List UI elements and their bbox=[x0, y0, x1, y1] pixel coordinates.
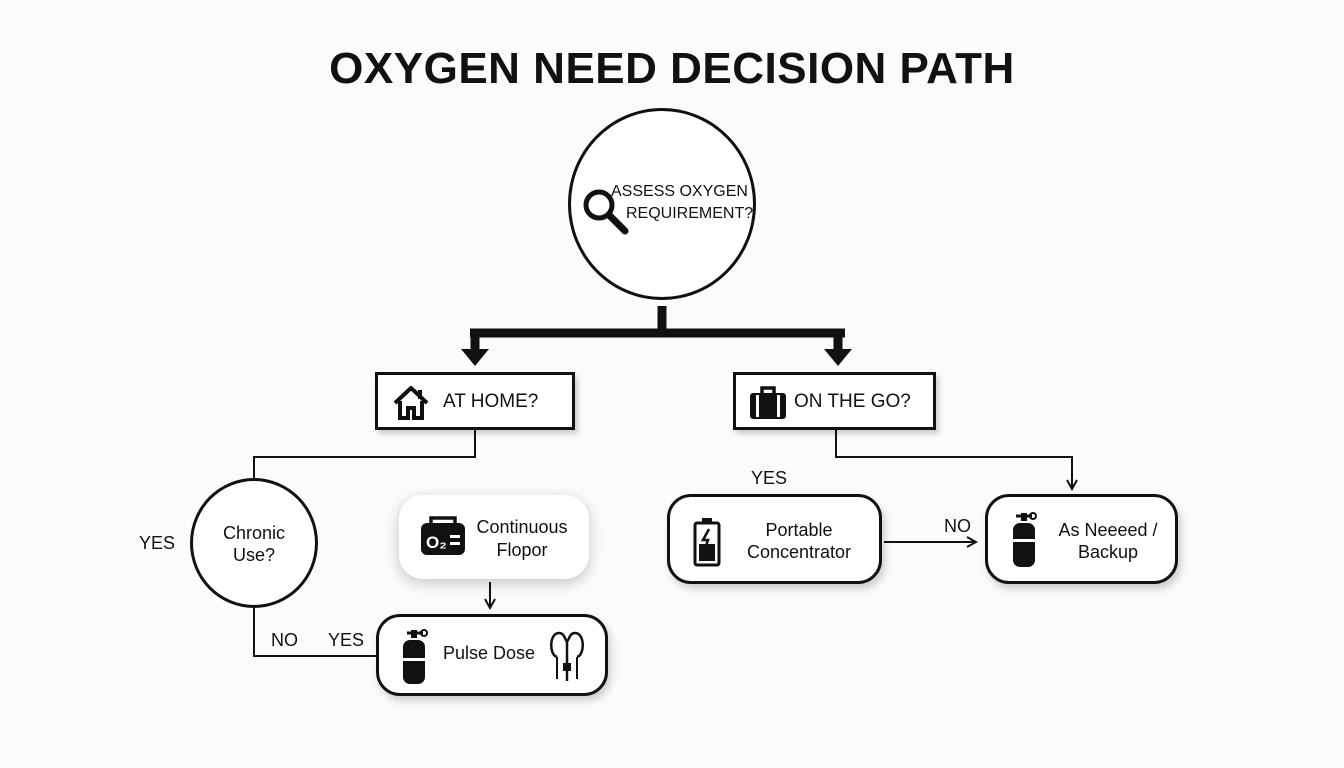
main-branch-connector bbox=[461, 306, 852, 366]
continuous-flow-node: O₂ Continuous Flopor bbox=[399, 495, 589, 579]
suitcase-icon bbox=[750, 386, 786, 419]
house-icon bbox=[393, 386, 429, 420]
portable-yes-label: YES bbox=[751, 468, 788, 488]
chronic-use-node: Chronic Use? bbox=[190, 478, 318, 608]
chronic-yes-label: YES bbox=[139, 533, 176, 553]
nasal-cannula-icon bbox=[550, 631, 584, 681]
oxygen-cylinder-icon bbox=[1013, 512, 1037, 567]
chronic-label-line1: Chronic bbox=[222, 523, 286, 543]
pulse-dose-node: Pulse Dose bbox=[376, 614, 608, 696]
onthego-to-backup-arrow bbox=[835, 430, 1072, 489]
battery-icon bbox=[693, 518, 721, 567]
at-home-node: AT HOME? bbox=[375, 372, 575, 430]
portable-concentrator-node: Portable Concentrator bbox=[667, 494, 882, 584]
pulse-yes-label: YES bbox=[328, 630, 365, 650]
as-needed-backup-node: As Neeeed / Backup bbox=[985, 494, 1178, 584]
magnifier-icon bbox=[583, 189, 629, 235]
chronic-label-line2: Use? bbox=[232, 545, 276, 565]
on-the-go-node: ON THE GO? bbox=[733, 372, 936, 430]
home-to-chronic-connector bbox=[253, 430, 476, 480]
continuous-label-line2: Flopor bbox=[496, 540, 548, 560]
oxygen-cylinder-icon bbox=[403, 629, 428, 684]
portable-label-line1: Portable bbox=[765, 520, 833, 540]
assess-label-line2: REQUIREMENT? bbox=[626, 205, 754, 222]
on-the-go-label: ON THE GO? bbox=[794, 391, 911, 412]
chronic-to-pulse-connector bbox=[253, 608, 376, 657]
backup-label-line2: Backup bbox=[1077, 542, 1139, 562]
continuous-label-line1: Continuous bbox=[476, 517, 568, 537]
page-title: OXYGEN NEED DECISION PATH bbox=[329, 44, 1015, 93]
at-home-label: AT HOME? bbox=[443, 391, 539, 412]
chronic-no-label: NO bbox=[271, 630, 298, 650]
backup-no-label: NO bbox=[944, 516, 971, 536]
assess-label-line1: ASSESS OXYGEN bbox=[611, 183, 748, 200]
assess-requirement-node: ASSESS OXYGEN REQUIREMENT? bbox=[568, 108, 756, 300]
pulse-dose-label: Pulse Dose bbox=[443, 643, 536, 663]
backup-label-line1: As Neeeed / bbox=[1058, 520, 1158, 540]
portable-label-line2: Concentrator bbox=[746, 542, 852, 562]
o2-concentrator-icon: O₂ bbox=[421, 516, 465, 555]
svg-text:O₂: O₂ bbox=[426, 533, 447, 552]
